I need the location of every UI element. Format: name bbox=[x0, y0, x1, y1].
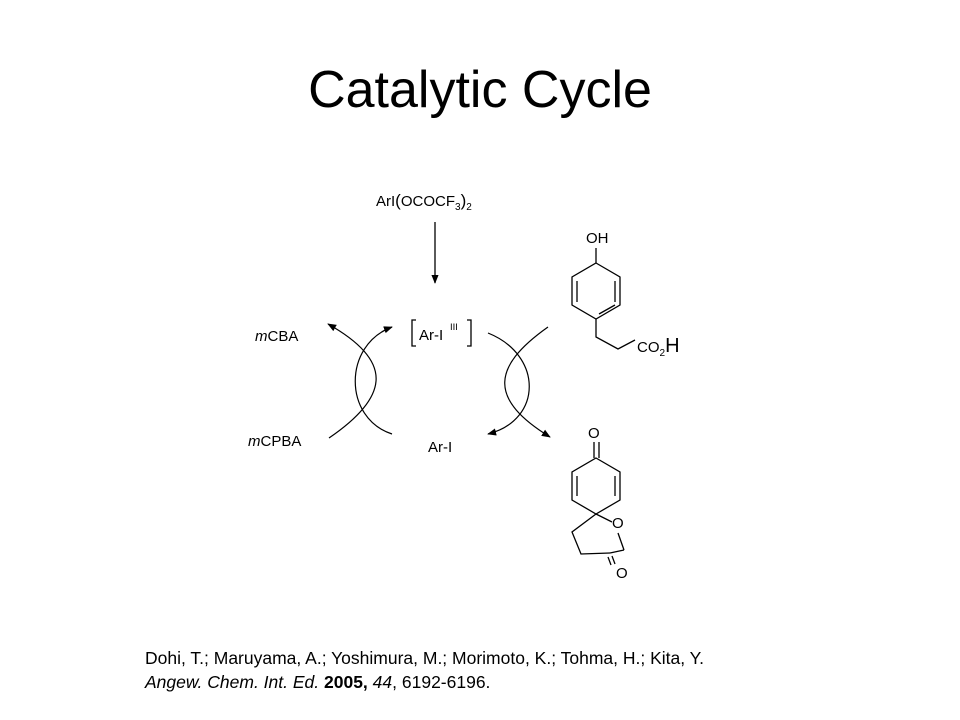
citation-pages: , 6192-6196. bbox=[392, 672, 491, 692]
lactone-oxygen: O bbox=[616, 565, 628, 582]
citation-authors: Dohi, T.; Maruyama, A.; Yoshimura, M.; M… bbox=[145, 648, 704, 668]
substrate-structure: OH CO2H bbox=[571, 230, 680, 359]
svg-text:ArI(OCOCF3)2: ArI(OCOCF3)2 bbox=[376, 191, 472, 213]
hypervalent-iodine-species: Ar-I III bbox=[411, 319, 472, 347]
citation-source: Angew. Chem. Int. Ed. 2005, 44, 6192-619… bbox=[145, 670, 704, 694]
aryl-iodide-label: Ar-I bbox=[428, 439, 452, 456]
left-arc-regeneration bbox=[354, 326, 393, 435]
ring-oxygen: O bbox=[612, 515, 624, 532]
ketone-oxygen: O bbox=[588, 425, 600, 442]
svg-text:III: III bbox=[450, 322, 458, 333]
citation-journal: Angew. Chem. Int. Ed. bbox=[145, 672, 320, 692]
hydroxyl-label: OH bbox=[586, 230, 609, 247]
svg-text:Ar-I: Ar-I bbox=[419, 327, 443, 344]
carboxyl-label: CO2H bbox=[637, 335, 680, 359]
mcba-label: mCBA bbox=[255, 328, 298, 345]
slide-title: Catalytic Cycle bbox=[308, 61, 652, 119]
right-arc-iodine bbox=[487, 332, 530, 436]
oxidant-label: ArI(OCOCF3)2 bbox=[376, 191, 472, 213]
mcpba-label: mCPBA bbox=[248, 433, 301, 450]
citation-volume: 44 bbox=[372, 672, 393, 692]
left-arc-oxidation bbox=[327, 323, 377, 439]
product-structure: O O O bbox=[571, 425, 628, 582]
right-arc-substrate bbox=[504, 326, 551, 438]
citation: Dohi, T.; Maruyama, A.; Yoshimura, M.; M… bbox=[145, 646, 704, 694]
citation-year: 2005, bbox=[324, 672, 368, 692]
